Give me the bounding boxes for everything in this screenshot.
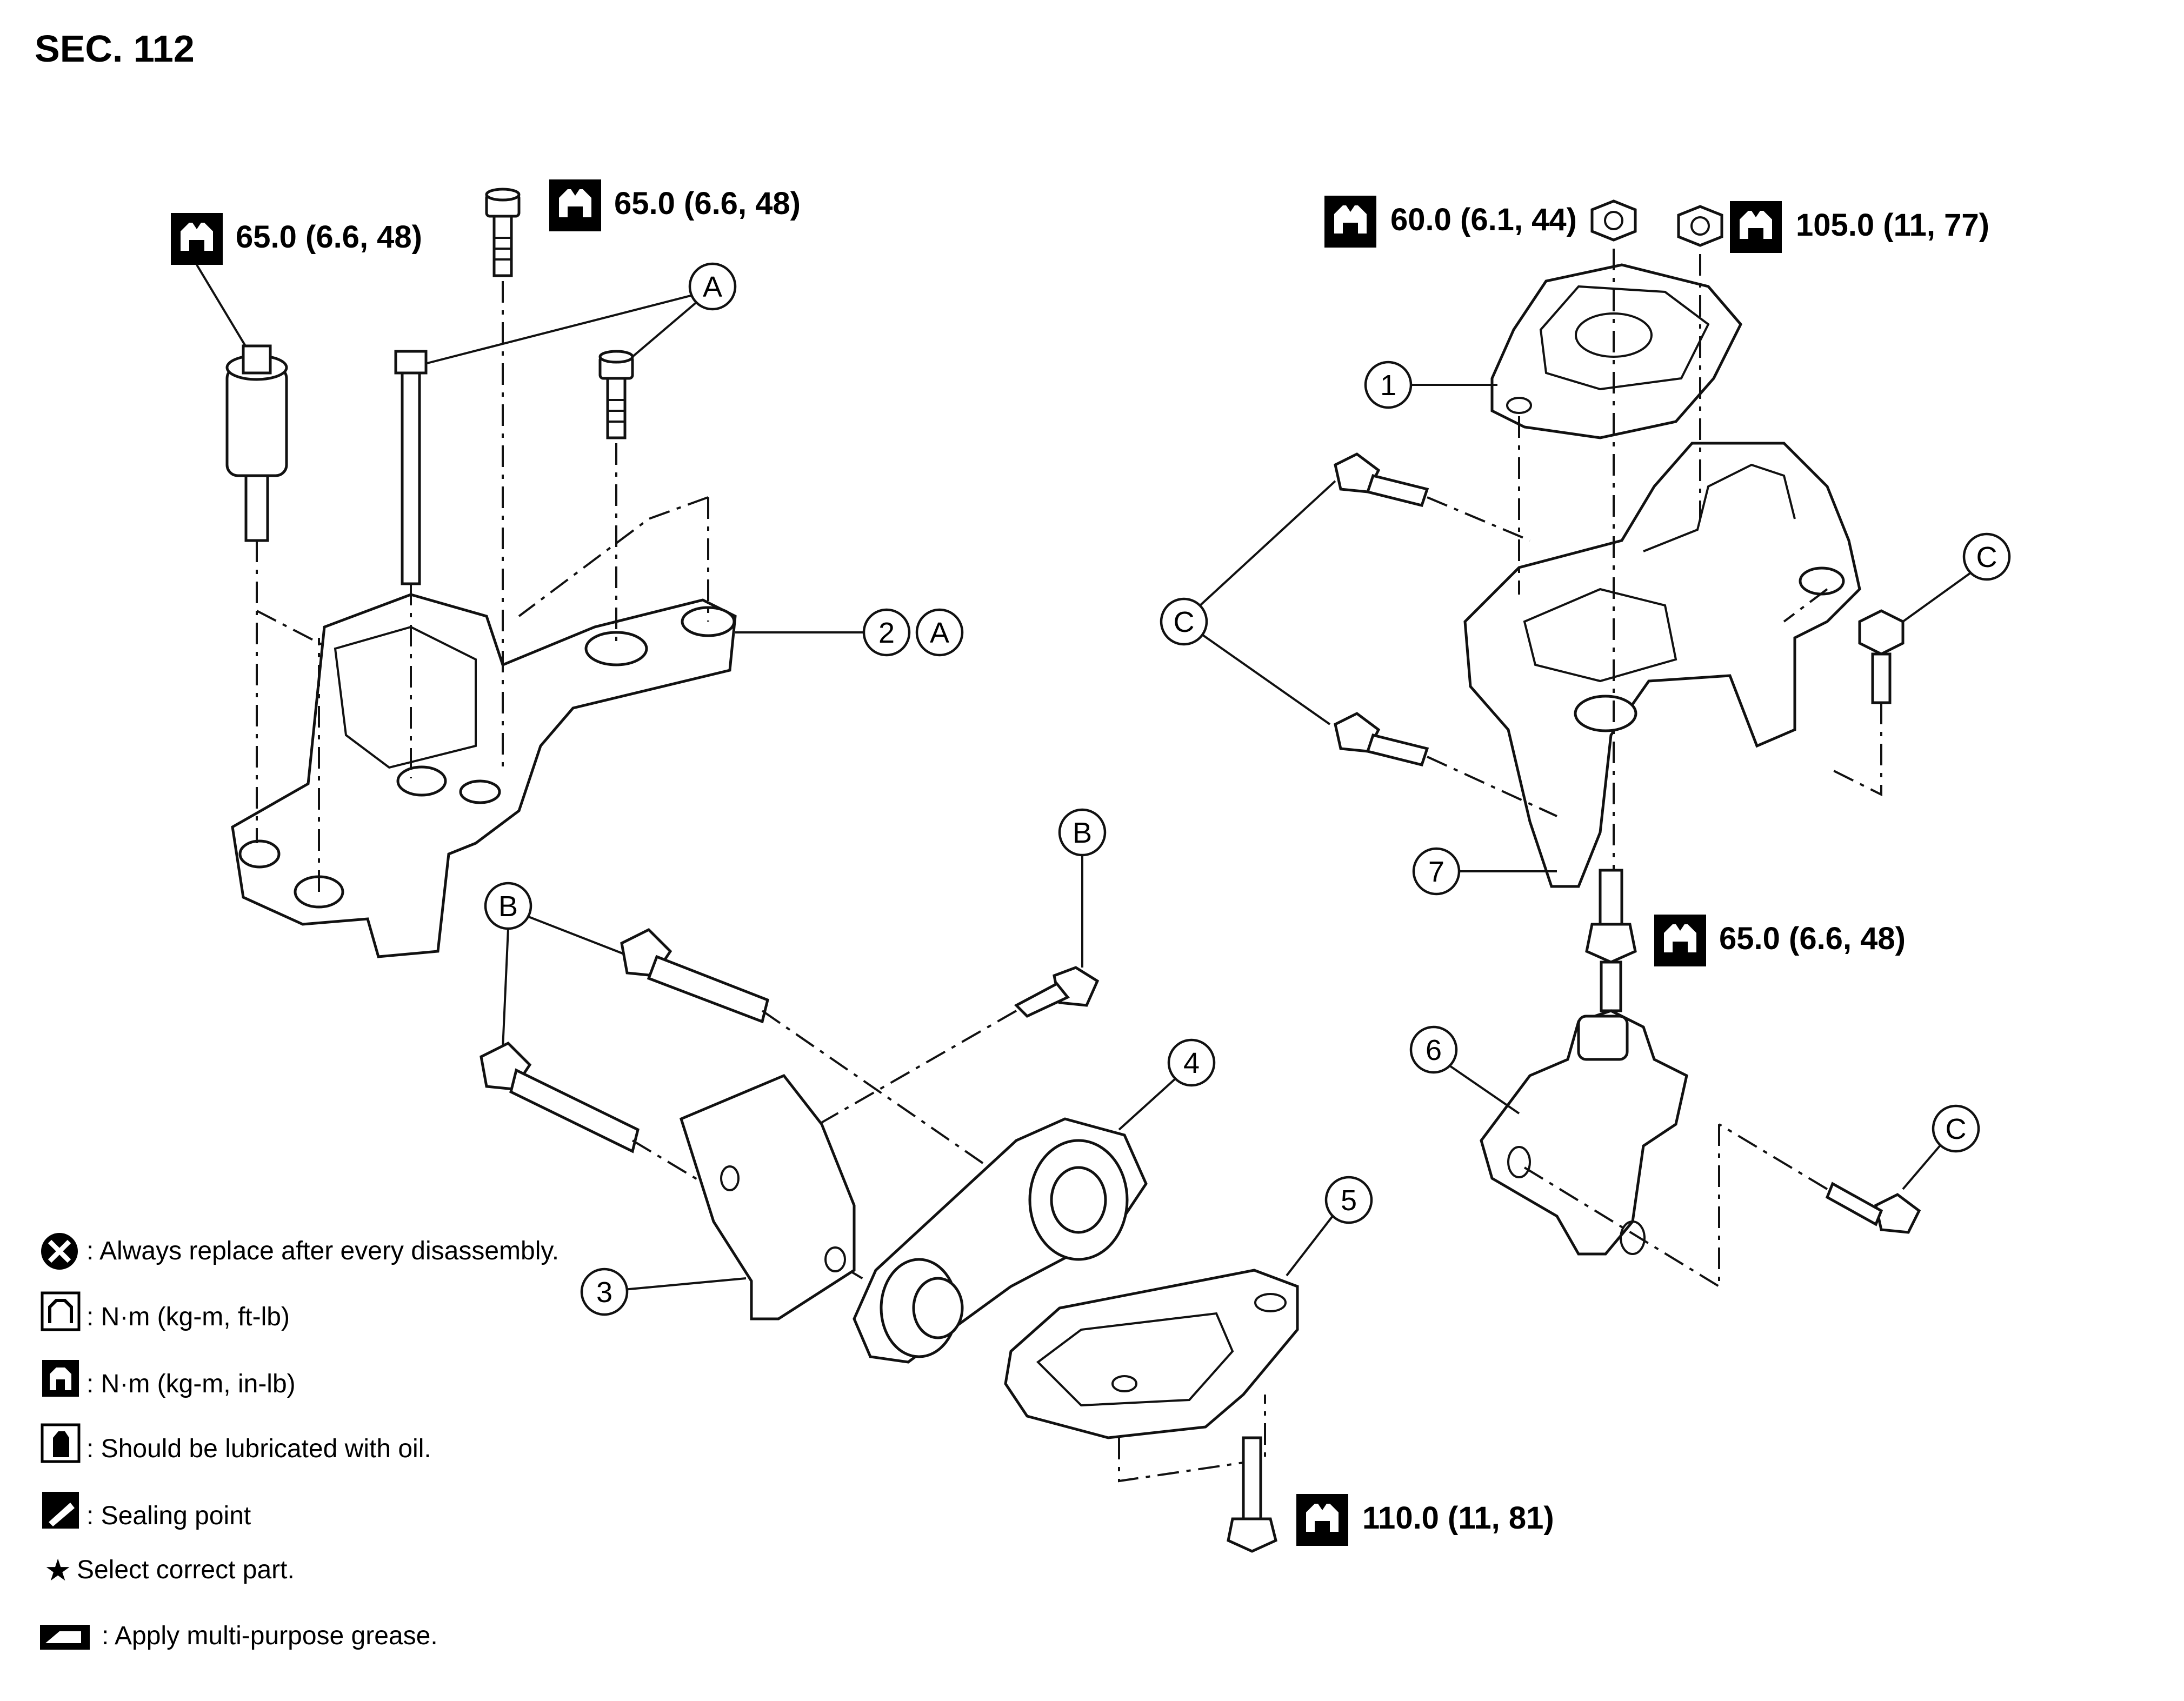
mount-bracket-3 [679,1073,856,1320]
nut-left [1590,199,1637,242]
callout-5: 5 [1341,1184,1357,1217]
callout-c-right-upper: C [1976,541,1997,573]
torque-wrench-icon [171,213,223,265]
callout-b-left: B [498,890,518,923]
legend-item-5: : Sealing point [86,1502,251,1530]
rear-bolt [1227,1436,1277,1553]
oil-can-icon [41,1423,81,1463]
torque-left-stud: 65.0 (6.6, 48) [236,219,422,255]
callout-c-right-lower: C [1946,1113,1967,1145]
callout-6: 6 [1426,1034,1442,1066]
legend: : Always replace after every disassembly… [40,1233,559,1650]
torque-wrench-icon [1296,1494,1348,1546]
always-replace-icon [41,1233,78,1270]
torque-right-lower-bolt: 65.0 (6.6, 48) [1719,921,1906,956]
short-bolt-b3 [1014,966,1100,1018]
insulator-1 [1490,263,1742,439]
right-mount-assembly: 60.0 (6.1, 44) 105.0 (11, 77) 1 7 C [1160,196,2011,1288]
callout-c-left: C [1174,606,1195,638]
long-bolt-b1 [620,928,769,1024]
legend-item-4: : Should be lubricated with oil. [86,1435,431,1463]
torque-wrench-icon [1654,915,1706,966]
legend-item-3: : N·m (kg-m, in-lb) [86,1370,296,1398]
bolt-upper [487,189,519,276]
left-mount-assembly: 65.0 (6.6, 48) 65.0 (6.6, 48) [171,179,964,958]
bolt-c4 [1825,1182,1921,1234]
torque-right-nut-left: 60.0 (6.1, 44) [1390,202,1577,237]
torque-wrench-icon [1730,201,1782,253]
torque-left-top-bolt: 65.0 (6.6, 48) [614,186,801,221]
bolt-c2 [1334,712,1429,766]
callout-a-2: A [930,617,949,649]
stud-cylinder [225,344,288,542]
mount-bracket-6 [1480,1009,1688,1256]
legend-item-1: : Always replace after every disassembly… [86,1237,559,1265]
legend-item-7: : Apply multi-purpose grease. [102,1622,438,1650]
torque-right-nut-right: 105.0 (11, 77) [1796,208,1989,243]
star-icon: ★ [44,1553,71,1587]
torque-wrench-icon [1324,196,1376,248]
grease-icon [40,1625,90,1650]
torque-ftlb-icon [41,1291,81,1331]
rear-mount-assembly: B B 3 [480,808,1554,1553]
long-bolt-b2 [480,1041,640,1153]
bolt-c3 [1858,609,1905,704]
callout-1: 1 [1380,369,1396,402]
callout-7: 7 [1428,856,1444,888]
section-label: SEC. 112 [35,28,195,70]
torque-wrench-icon [549,179,601,231]
nut-right [1677,205,1723,247]
sealing-point-icon [42,1492,79,1529]
callout-4: 4 [1183,1047,1200,1079]
torque-rear-bolt: 110.0 (11, 81) [1362,1500,1554,1536]
torque-inlb-icon [42,1360,79,1397]
mount-bracket-5 [1004,1269,1299,1439]
callout-3: 3 [596,1276,612,1309]
legend-item-2: : N·m (kg-m, ft-lb) [86,1303,290,1331]
long-bolt [394,350,428,585]
callout-2: 2 [878,617,895,649]
bolt-a [600,351,632,438]
legend-item-6: Select correct part. [77,1556,295,1584]
callout-b-right: B [1073,817,1092,849]
transaxle-bracket-7 [1463,442,1861,888]
bolt-c1 [1334,452,1429,507]
mount-bracket-2 [231,593,737,958]
lower-stud [1585,869,1637,1012]
callout-a-top: A [703,271,722,303]
